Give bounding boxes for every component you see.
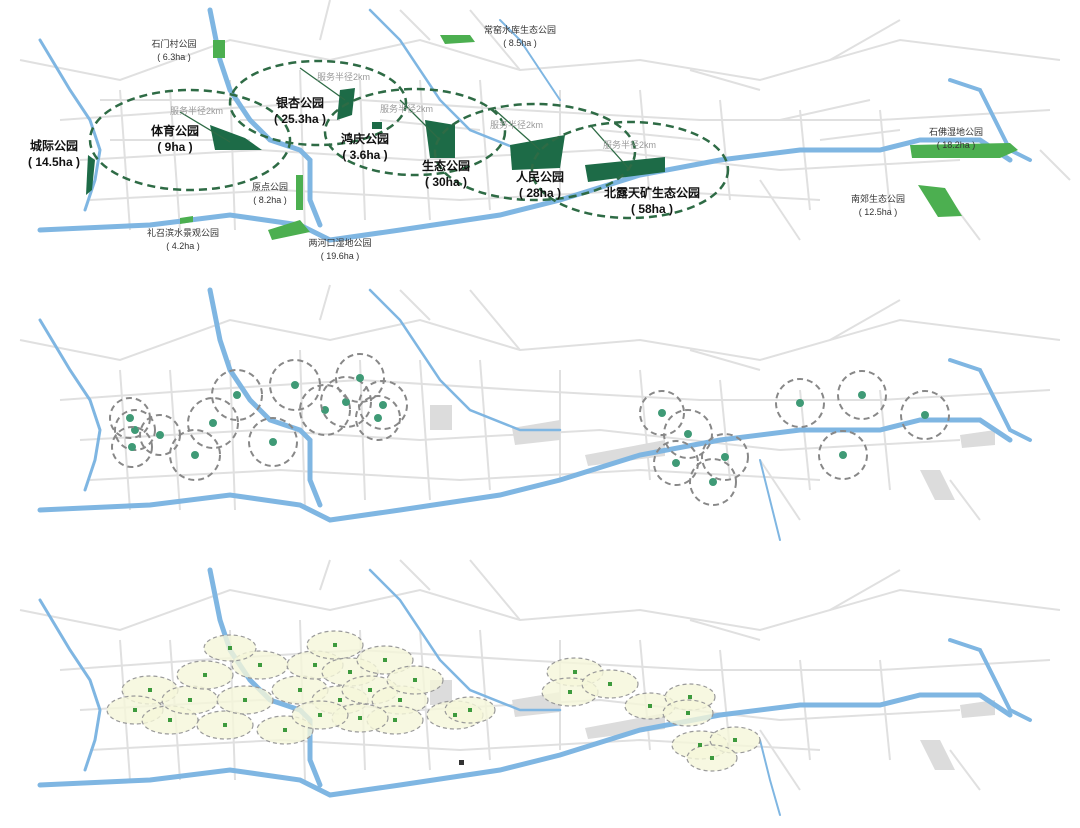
service-radius-label: 服务半径2km	[170, 105, 223, 116]
park-label-yinxing-area: ( 25.3ha )	[274, 112, 326, 126]
park-label-shimencun-name: 石门村公园	[151, 38, 196, 49]
service-radius-label: 服务半径2km	[380, 103, 433, 114]
service-circle-hongqing	[323, 87, 507, 177]
community-park	[775, 378, 825, 428]
road-network	[19, 559, 1061, 791]
dark-marker	[459, 760, 464, 765]
service-circle-yinxing	[228, 59, 408, 147]
community-park	[320, 376, 372, 428]
park-label-chengji-area: ( 14.5ha )	[28, 155, 80, 169]
park-label-tiyu-area: ( 9ha )	[157, 140, 192, 154]
park-label-beilutiankuang-area: ( 58ha )	[631, 202, 673, 216]
park-patch-chengji	[86, 155, 95, 195]
park-patch-lianghekou	[268, 220, 310, 240]
park-patch-shimencun	[213, 40, 225, 58]
community-park	[663, 409, 713, 459]
park-patch-hongqing	[372, 122, 382, 129]
community-park	[639, 390, 685, 436]
large-park-labels: 体育公园 ( 9ha ) 银杏公园 ( 25.3ha ) 鸿庆公园 ( 3.6h…	[28, 95, 700, 216]
pocket-park-dots	[133, 643, 737, 760]
service-radius-arrows	[179, 67, 631, 171]
park-label-tiyu-name: 体育公园	[151, 123, 199, 138]
community-park	[248, 417, 298, 467]
service-radius-label: 服务半径2km	[490, 119, 543, 130]
park-label-hongqing-area: ( 3.6ha )	[342, 148, 387, 162]
service-circle-shengtai	[433, 102, 637, 202]
park-label-yuandian-area: ( 8.2ha )	[253, 195, 287, 205]
community-park	[653, 440, 699, 486]
community-park	[211, 369, 263, 421]
park-patch-changyao	[440, 35, 475, 44]
park-label-renmin-name: 人民公园	[516, 169, 564, 184]
park-patch-lizhao	[180, 216, 193, 224]
park-label-shengtai-name: 生态公园	[422, 158, 470, 173]
panel-pocket-parks	[19, 559, 1061, 816]
service-circle-beilutiankuang	[530, 120, 730, 220]
community-park	[111, 426, 153, 468]
park-label-shengtai-area: ( 30ha )	[425, 175, 467, 189]
park-patch-beilutiankuang	[585, 157, 665, 182]
park-label-yuandian-name: 原点公园	[252, 182, 288, 192]
park-label-beilutiankuang-name: 北露天矿生态公园	[604, 185, 700, 200]
rivers	[37, 287, 1032, 541]
service-radius-label-group: 服务半径2km 服务半径2km 服务半径2km 服务半径2km 服务半径2km	[170, 71, 656, 150]
community-park-circles	[109, 353, 950, 506]
park-label-shifo-area: ( 18.2ha )	[937, 140, 976, 150]
park-label-nanjiao-name: 南郊生态公园	[851, 193, 905, 204]
park-label-lianghekou-area: ( 19.6ha )	[321, 251, 360, 261]
panel-community-parks	[19, 284, 1061, 541]
park-label-changyao-name: 常窑水库生态公园	[484, 24, 556, 35]
park-label-yinxing-name: 银杏公园	[276, 95, 324, 110]
service-circle-tiyu	[88, 88, 292, 192]
road-network	[19, 284, 1061, 521]
community-park	[689, 458, 737, 506]
service-radius-label: 服务半径2km	[603, 139, 656, 150]
park-label-hongqing-name: 鸿庆公园	[341, 131, 389, 146]
small-park-labels: 石门村公园 ( 6.3ha ) 常窑水库生态公园 ( 8.5ha ) 原点公园 …	[147, 24, 983, 261]
park-patch-shifo	[910, 143, 1018, 158]
community-park	[187, 397, 239, 449]
park-patch-nanjiao	[918, 185, 962, 217]
park-label-changyao-area: ( 8.5ha )	[503, 38, 537, 48]
community-park	[701, 433, 749, 481]
park-label-renmin-area: ( 28ha )	[519, 186, 561, 200]
park-label-shifo-name: 石佛湿地公园	[929, 126, 983, 137]
park-label-chengji-name: 城际公园	[30, 138, 78, 153]
pocket-park-circles	[106, 630, 761, 772]
park-patch-tiyu	[210, 125, 262, 150]
panel-city-parks: 服务半径2km 服务半径2km 服务半径2km 服务半径2km 服务半径2km …	[19, 0, 1071, 261]
park-label-lianghekou-name: 两河口湿地公园	[308, 237, 371, 248]
park-label-nanjiao-area: ( 12.5ha )	[859, 207, 898, 217]
community-park	[355, 395, 401, 441]
park-label-lizhao-name: 礼召滨水景观公园	[147, 227, 219, 238]
park-patch-yuandian	[296, 175, 303, 210]
community-park	[358, 380, 408, 430]
service-radius-label: 服务半径2km	[317, 71, 370, 82]
community-park	[818, 430, 868, 480]
park-label-lizhao-area: ( 4.2ha )	[166, 241, 200, 251]
service-radius-circles	[88, 59, 730, 220]
community-park	[335, 353, 385, 403]
community-park	[837, 370, 887, 420]
park-label-shimencun-area: ( 6.3ha )	[157, 52, 191, 62]
community-park	[900, 390, 950, 440]
rivers	[37, 7, 1032, 243]
community-park	[169, 429, 221, 481]
community-park	[299, 384, 351, 436]
grey-blocks	[430, 405, 995, 500]
